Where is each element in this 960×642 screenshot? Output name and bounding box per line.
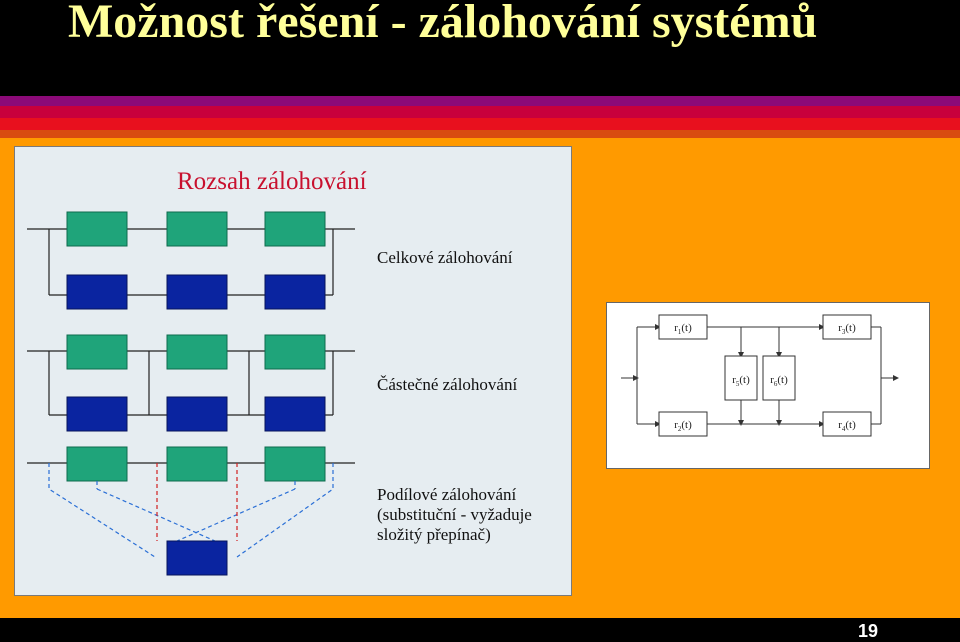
- slide-title: Možnost řešení - zálohování systémů: [68, 0, 818, 48]
- primary-block-6: [264, 334, 326, 370]
- svg-text:r4(t): r4(t): [838, 419, 856, 433]
- label-shared-redundancy-2: (substituční - vyžaduje: [377, 505, 532, 524]
- shared-backup-block: [166, 540, 228, 576]
- block-r4: r4(t): [822, 411, 872, 437]
- backup-block-2: [166, 274, 228, 310]
- svg-text:r1(t): r1(t): [674, 322, 692, 336]
- page-number: 19: [857, 621, 878, 641]
- label-partial-redundancy: Částečné zálohování: [377, 375, 517, 394]
- svg-text:r6(t): r6(t): [770, 374, 788, 388]
- label-total-redundancy: Celkové zálohování: [377, 248, 513, 267]
- backup-block-6: [264, 396, 326, 432]
- block-r1: r1(t): [658, 314, 708, 340]
- switch-connections-blue: [48, 463, 334, 558]
- bottom-bar: [0, 618, 960, 640]
- svg-text:r2(t): r2(t): [674, 419, 692, 433]
- svg-text:r5(t): r5(t): [732, 374, 750, 388]
- svg-text:r3(t): r3(t): [838, 322, 856, 336]
- label-shared-redundancy-3: složitý přepínač): [377, 525, 491, 544]
- stripe-crimson: [0, 106, 960, 118]
- primary-block-1: [66, 211, 128, 247]
- backup-block-4: [66, 396, 128, 432]
- label-shared-redundancy-1: Podílové zálohování: [377, 485, 517, 504]
- title-bar: [0, 0, 960, 96]
- primary-block-3: [264, 211, 326, 247]
- reliability-block-diagram: r1(t) r2(t) r3(t) r4(t) r5(t) r6(t): [606, 302, 930, 469]
- diagram-heading: Rozsah zálohování: [177, 168, 367, 195]
- block-r5: r5(t): [724, 355, 758, 401]
- primary-block-9: [264, 446, 326, 482]
- backup-block-1: [66, 274, 128, 310]
- switch-connections-red: [156, 463, 238, 541]
- reliability-connections: [621, 326, 897, 425]
- backup-block-5: [166, 396, 228, 432]
- block-r6: r6(t): [762, 355, 796, 401]
- backup-block-3: [264, 274, 326, 310]
- redundancy-scope-diagram: Rozsah zálohování Celkové zálohování: [14, 146, 572, 596]
- stripe-purple: [0, 96, 960, 106]
- redundancy-scope-svg: Rozsah zálohování Celkové zálohování: [27, 168, 532, 576]
- block-r2: r2(t): [658, 411, 708, 437]
- primary-block-2: [166, 211, 228, 247]
- primary-block-5: [166, 334, 228, 370]
- stripe-orange: [0, 130, 960, 138]
- primary-block-7: [66, 446, 128, 482]
- primary-block-4: [66, 334, 128, 370]
- stripe-red: [0, 118, 960, 130]
- block-r3: r3(t): [822, 314, 872, 340]
- primary-block-8: [166, 446, 228, 482]
- reliability-block-svg: r1(t) r2(t) r3(t) r4(t) r5(t) r6(t): [621, 314, 899, 437]
- flow-arrows: [633, 324, 899, 427]
